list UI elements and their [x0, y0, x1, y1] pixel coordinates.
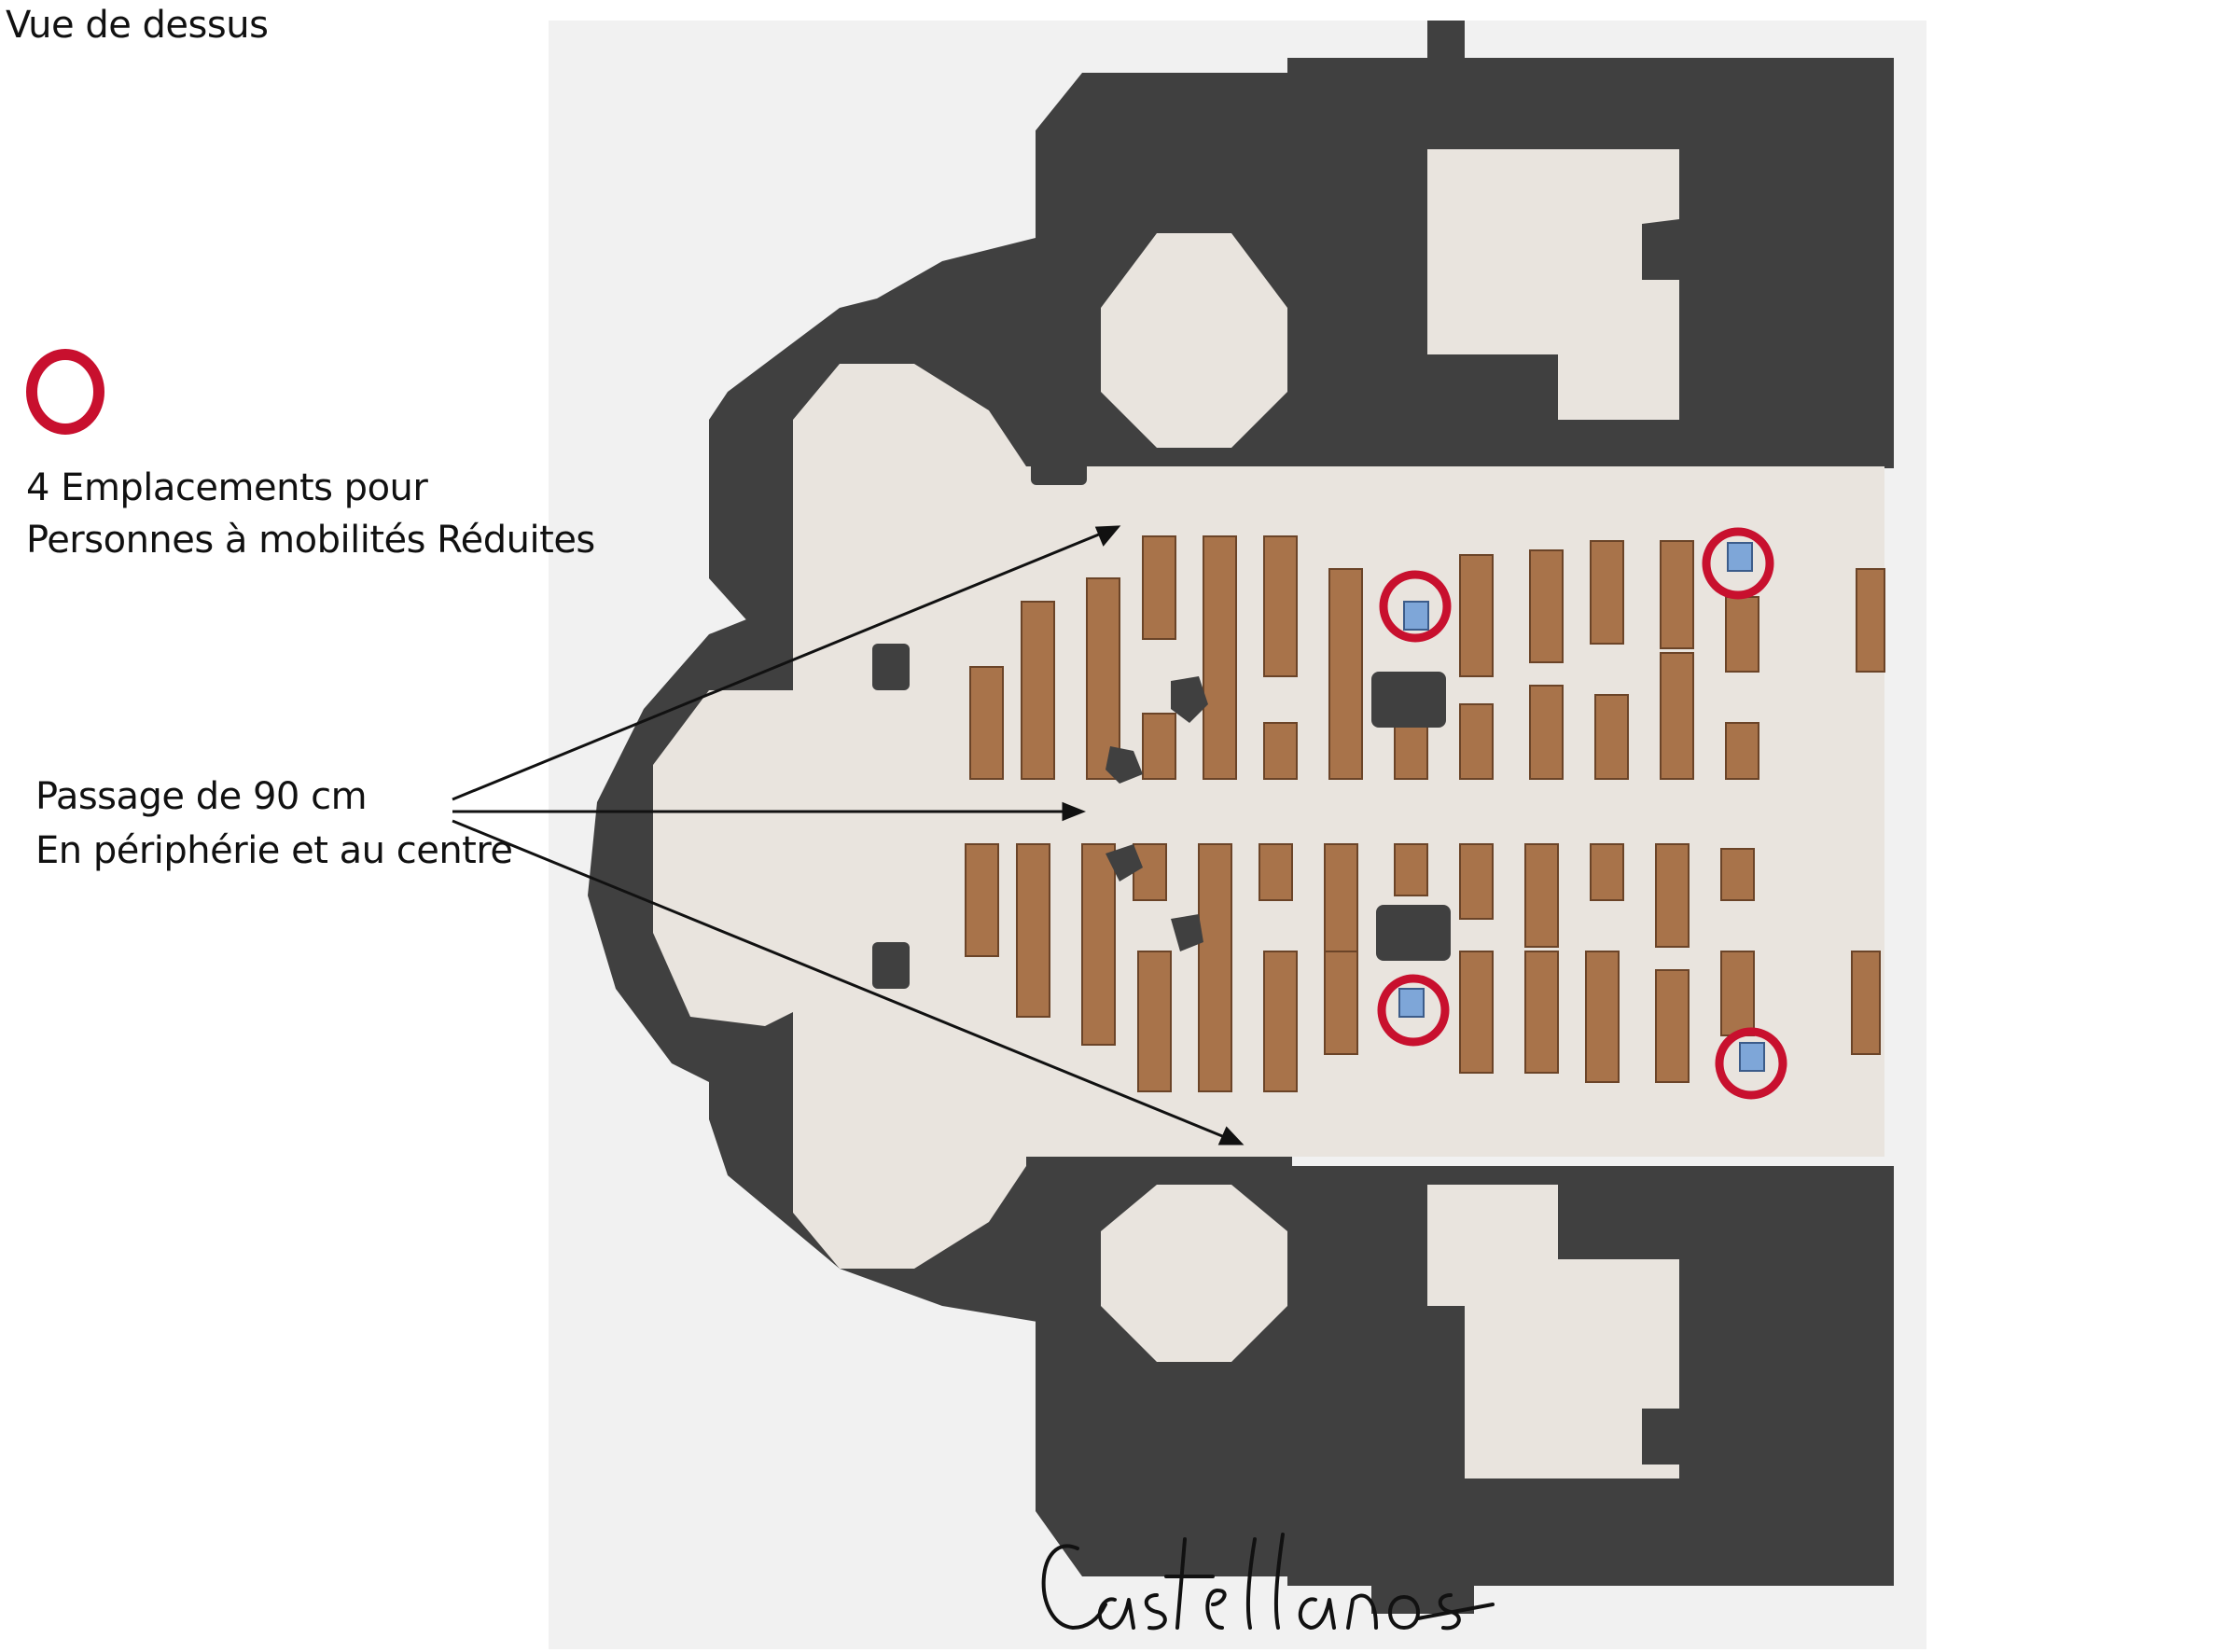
accessible-spot-markers — [1377, 527, 1787, 1100]
legend-text: 4 Emplacements pour Personnes à mobilité… — [26, 462, 595, 566]
legend-line-2: Personnes à mobilités Réduites — [26, 519, 595, 562]
accessible-spot-marker-2 — [1702, 527, 1774, 600]
accessible-spot-marker-4 — [1715, 1027, 1787, 1100]
red-circle-icon — [26, 349, 104, 435]
view-label: Vue de dessus — [6, 4, 269, 47]
passage-text: Passage de 90 cm En périphérie et au cen… — [35, 770, 513, 878]
signature — [1041, 1533, 1495, 1631]
pews-lower — [965, 843, 1881, 1092]
wheelchair-icons — [1398, 542, 1765, 1072]
fixtures — [872, 457, 1451, 1185]
legend-line-1: 4 Emplacements pour — [26, 466, 428, 509]
accessible-spot-marker-1 — [1379, 570, 1452, 643]
passage-arrows — [452, 525, 1245, 1145]
passage-line-1: Passage de 90 cm — [35, 775, 368, 818]
passage-line-2: En périphérie et au centre — [35, 829, 513, 872]
pews-upper — [969, 535, 1885, 780]
accessible-spot-marker-3 — [1377, 974, 1450, 1047]
